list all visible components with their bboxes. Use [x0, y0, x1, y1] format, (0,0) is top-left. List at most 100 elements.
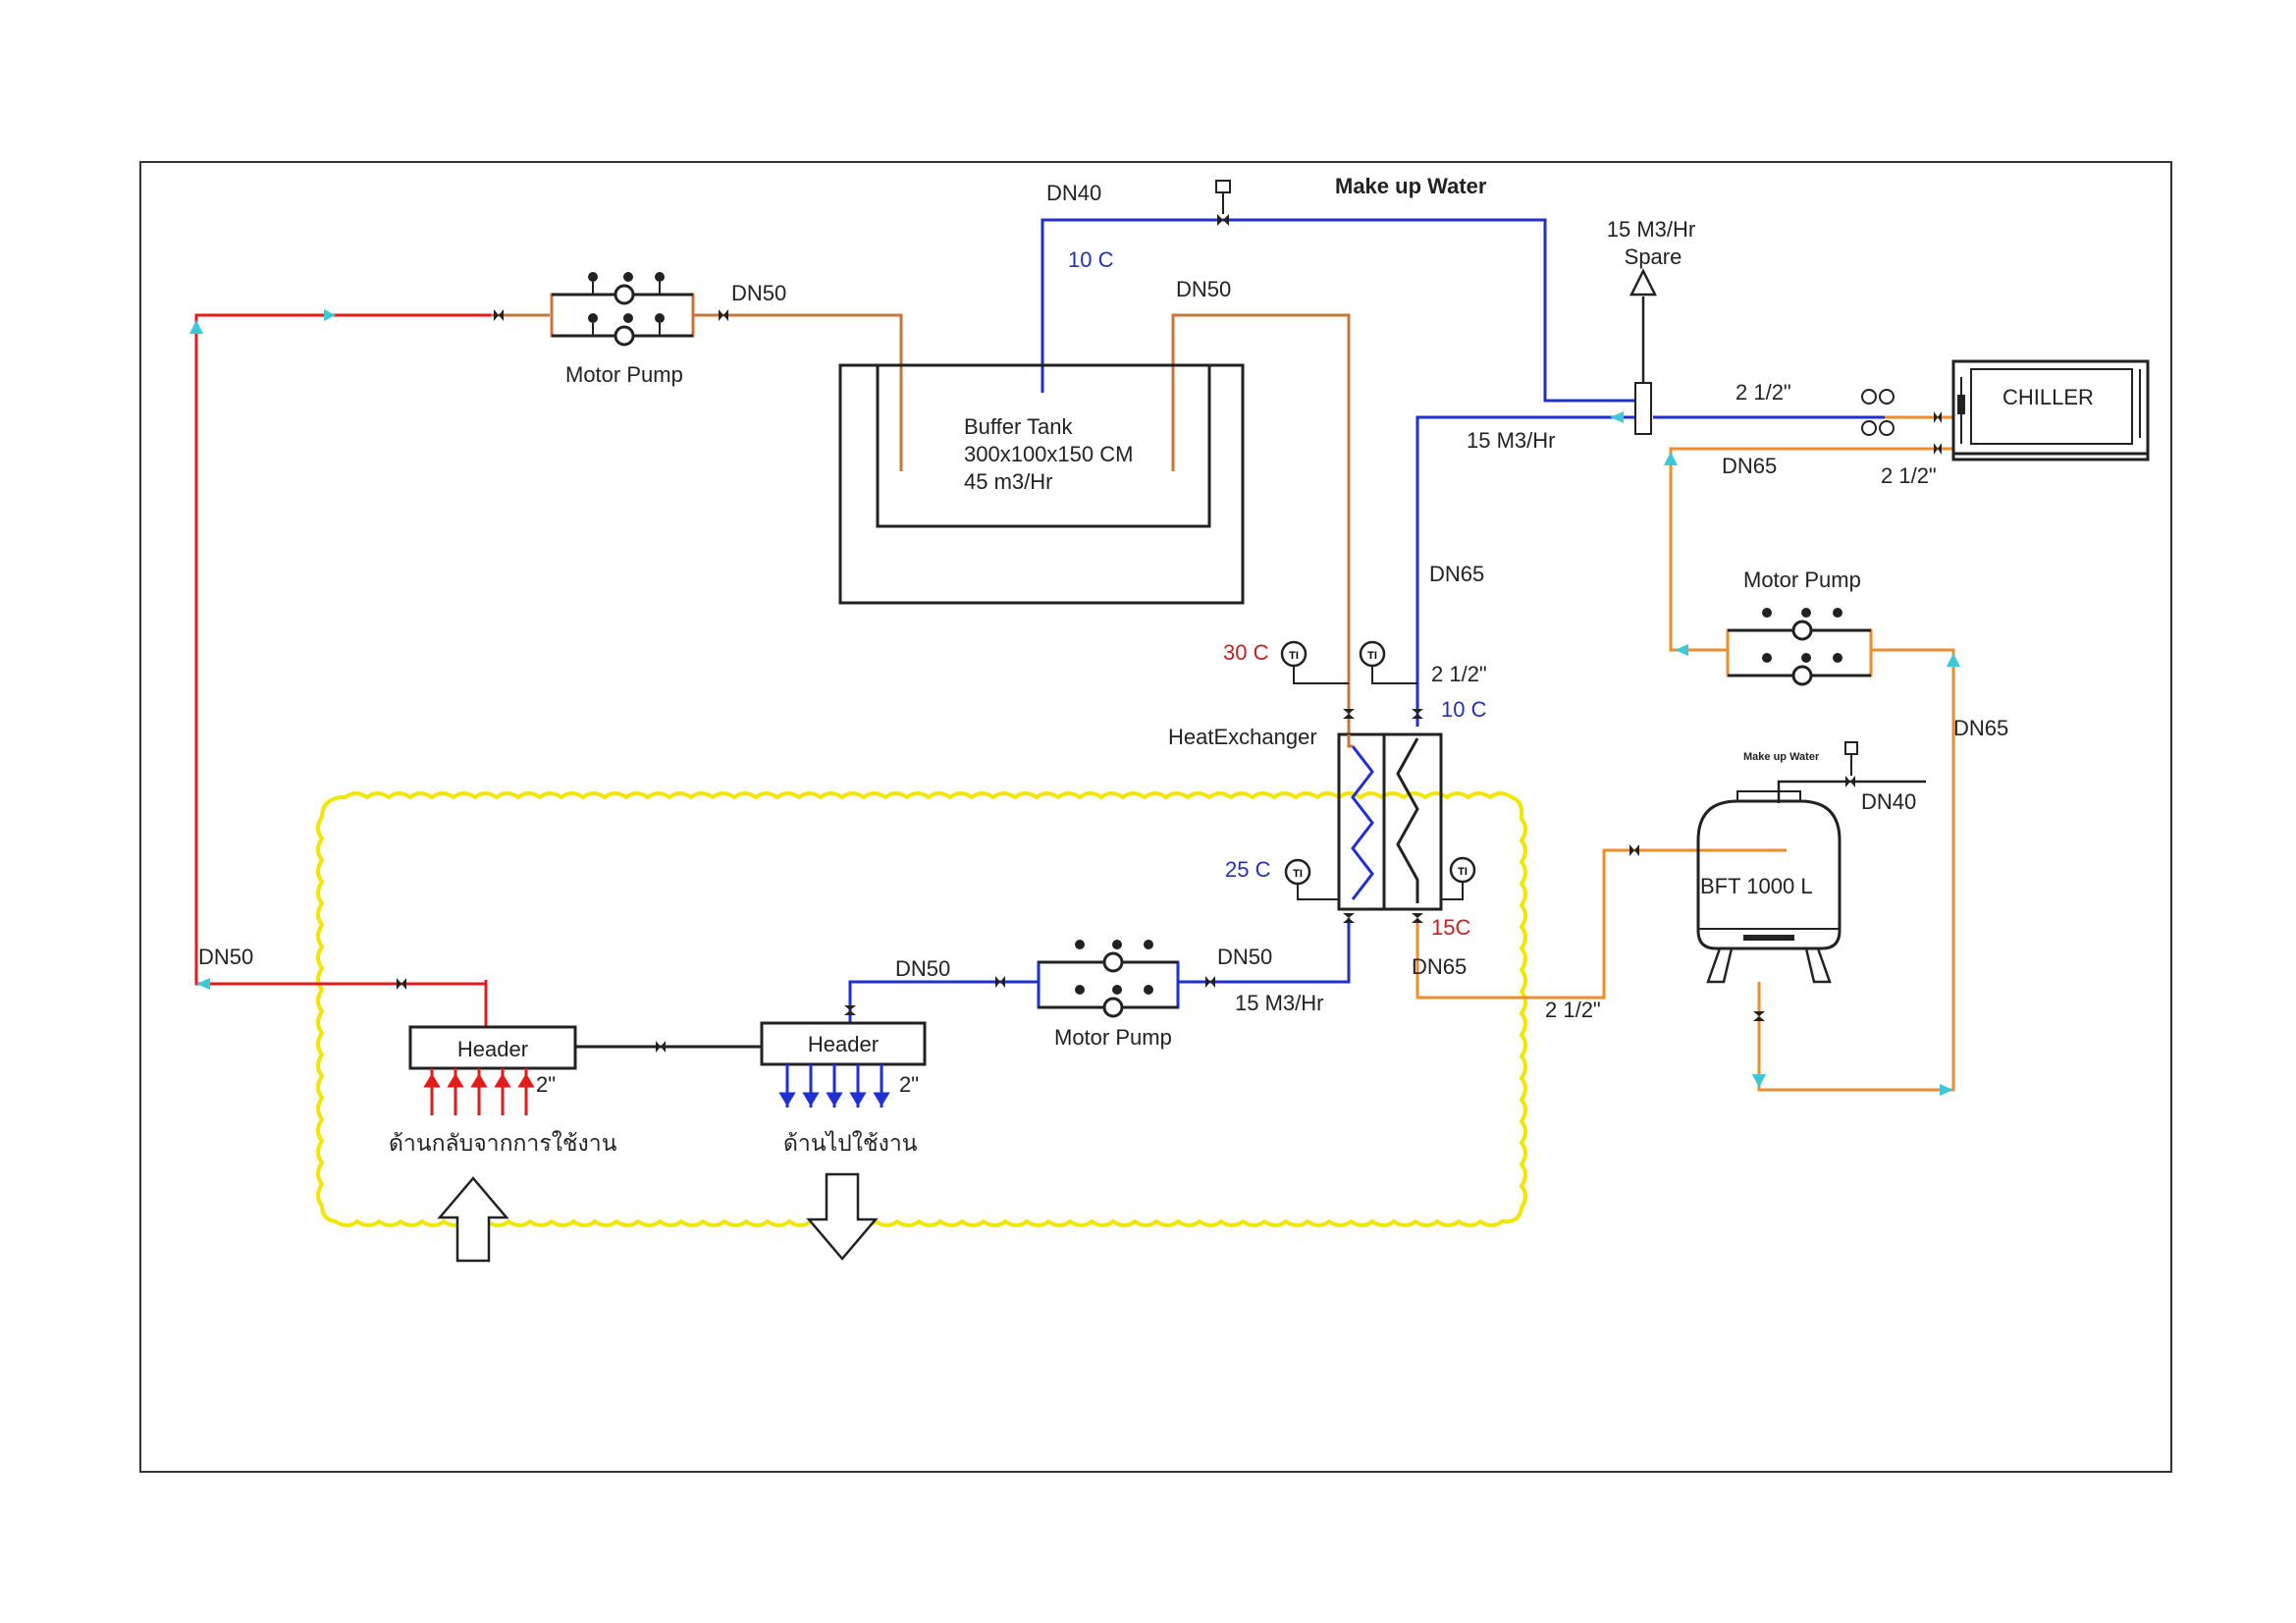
- flow-arrows: [189, 309, 1960, 1096]
- ti-gauges: TI TI TI TI: [1280, 640, 1476, 900]
- dn65-right-label: DN65: [1953, 716, 2008, 740]
- make-up-water-label: Make up Water: [1335, 174, 1487, 198]
- temp-15c-label: 15C: [1431, 915, 1470, 940]
- valve-1: [494, 309, 504, 321]
- ti-gauge-25c: TI: [1284, 858, 1339, 900]
- svg-text:TI: TI: [1289, 650, 1299, 662]
- size-hx-top-label: 2 1/2": [1431, 662, 1487, 686]
- dn65-vertical-label: DN65: [1429, 562, 1484, 586]
- hx-to-supply-pipe: [1178, 918, 1351, 984]
- valve-11: [1343, 913, 1355, 923]
- valve-7: [1205, 976, 1215, 988]
- size-bft-line-label: 2 1/2": [1545, 998, 1601, 1022]
- buffer-tank: [838, 363, 1245, 605]
- flow-arrow-right-bottom: [1940, 1084, 1953, 1096]
- makeup-valve-top: [1215, 180, 1231, 214]
- svg-text:TI: TI: [1293, 868, 1303, 880]
- flow-15-bottom-label: 15 M3/Hr: [1235, 991, 1323, 1015]
- supply-pump-to-header-pipe: [848, 980, 1039, 1023]
- motor-pump-top: [550, 272, 695, 347]
- motor-pump-bottom-label: Motor Pump: [1054, 1025, 1172, 1050]
- flow-arrow-left-condenser: [1675, 644, 1688, 656]
- valve-9: [1343, 709, 1355, 719]
- dn40-right-label: DN40: [1861, 789, 1916, 814]
- valve-14: [1753, 1011, 1765, 1021]
- header-supply: [760, 1021, 927, 1066]
- dn50-left-label: DN50: [198, 945, 253, 969]
- svg-text:TI: TI: [1458, 866, 1468, 878]
- valve-13: [1629, 844, 1639, 856]
- spare-branch: [1629, 268, 1658, 435]
- chilled-hx-to-chiller: [1415, 415, 1641, 727]
- motor-pump-top-label: Motor Pump: [565, 362, 683, 387]
- motor-pump-bottom: [1037, 940, 1180, 1018]
- flow-arrow-left-bottom: [196, 978, 210, 990]
- buffer-tank-name: Buffer Tank: [964, 414, 1073, 439]
- makeup-water-pipe: [1041, 218, 1641, 403]
- svg-text:TI: TI: [1367, 650, 1377, 662]
- header-supply-label: Header: [808, 1032, 879, 1056]
- return-pipe-red: [194, 313, 550, 986]
- motor-pump-right-label: Motor Pump: [1743, 568, 1861, 592]
- dn50-tank-label: DN50: [1176, 277, 1231, 301]
- tank-to-hx-pipe: [1171, 313, 1351, 744]
- spare-label: Spare: [1625, 244, 1682, 269]
- valve-8: [844, 1005, 856, 1015]
- motor-pump-right: [1726, 608, 1873, 686]
- condenser-return-pipe: [1669, 447, 1953, 652]
- hx-to-bft-pipe: [1415, 848, 1787, 1000]
- flow-arrow-up-condenser: [1664, 452, 1678, 465]
- flow-arrow-up-right: [1947, 653, 1960, 667]
- supply-branches: [778, 1064, 890, 1108]
- buffer-tank-flow: 45 m3/Hr: [964, 469, 1052, 494]
- chiller-label: CHILLER: [2002, 385, 2094, 409]
- heat-exchanger: [1337, 732, 1443, 911]
- dn65-hx-bottom-label: DN65: [1412, 954, 1467, 979]
- header-return: [408, 1025, 577, 1070]
- thai-return-label: ด้านกลับจากการใช้งาน: [389, 1130, 617, 1157]
- drawing-frame: [139, 161, 2172, 1473]
- dn50-header-label: DN50: [895, 956, 950, 981]
- return-branches: [423, 1068, 535, 1115]
- temp-10c-hx-label: 10 C: [1441, 697, 1487, 722]
- valve-6: [995, 976, 1005, 988]
- flow-arrow-down-bft: [1752, 1074, 1766, 1088]
- valve-16: [1934, 411, 1942, 423]
- condenser-pump-out: [1757, 648, 1955, 1092]
- dn50-hx-label: DN50: [1217, 945, 1272, 969]
- valve-3: [1217, 214, 1229, 226]
- temp-25c-label: 25 C: [1225, 857, 1271, 882]
- valve-12: [1412, 913, 1423, 923]
- temp-10c-top-label: 10 C: [1068, 247, 1114, 272]
- valve-2: [719, 309, 728, 321]
- temp-30c-label: 30 C: [1223, 640, 1269, 665]
- user-zone-boundary: [316, 791, 1527, 1227]
- bft-tank: [1696, 790, 1842, 984]
- header-return-label: Header: [457, 1037, 528, 1061]
- flow-arrow-up-left: [189, 320, 203, 334]
- size-return-branch-label: 2": [536, 1072, 556, 1097]
- ti-gauge-15c: TI: [1441, 856, 1476, 900]
- dn40-top-label: DN40: [1046, 181, 1101, 205]
- valve-10: [1412, 709, 1423, 719]
- dn50-pump-top-label: DN50: [731, 281, 786, 305]
- dn65-chiller-label: DN65: [1722, 454, 1777, 478]
- flow-15-top-label: 15 M3/Hr: [1467, 428, 1555, 453]
- valve-17: [1934, 443, 1942, 455]
- ti-gauge-10c: TI: [1359, 640, 1417, 684]
- ti-gauge-30c: TI: [1280, 640, 1349, 684]
- buffer-tank-size: 300x100x150 CM: [964, 442, 1133, 466]
- bft-label: BFT 1000 L: [1700, 874, 1813, 898]
- size-chiller-top-label: 2 1/2": [1735, 380, 1791, 405]
- bft-makeup-pipe: [1777, 780, 1926, 803]
- flow-arrow-right-top: [324, 309, 336, 321]
- spare-flow-label: 15 M3/Hr: [1607, 217, 1695, 242]
- size-supply-branch-label: 2": [899, 1072, 919, 1097]
- thai-supply-label: ด้านไปใช้งาน: [783, 1130, 918, 1157]
- size-chiller-bottom-label: 2 1/2": [1881, 463, 1937, 488]
- valve-4: [397, 978, 406, 990]
- valve-15: [1845, 776, 1855, 787]
- supply-direction-arrow: [806, 1172, 879, 1261]
- chiller-gauges: [1861, 389, 1895, 436]
